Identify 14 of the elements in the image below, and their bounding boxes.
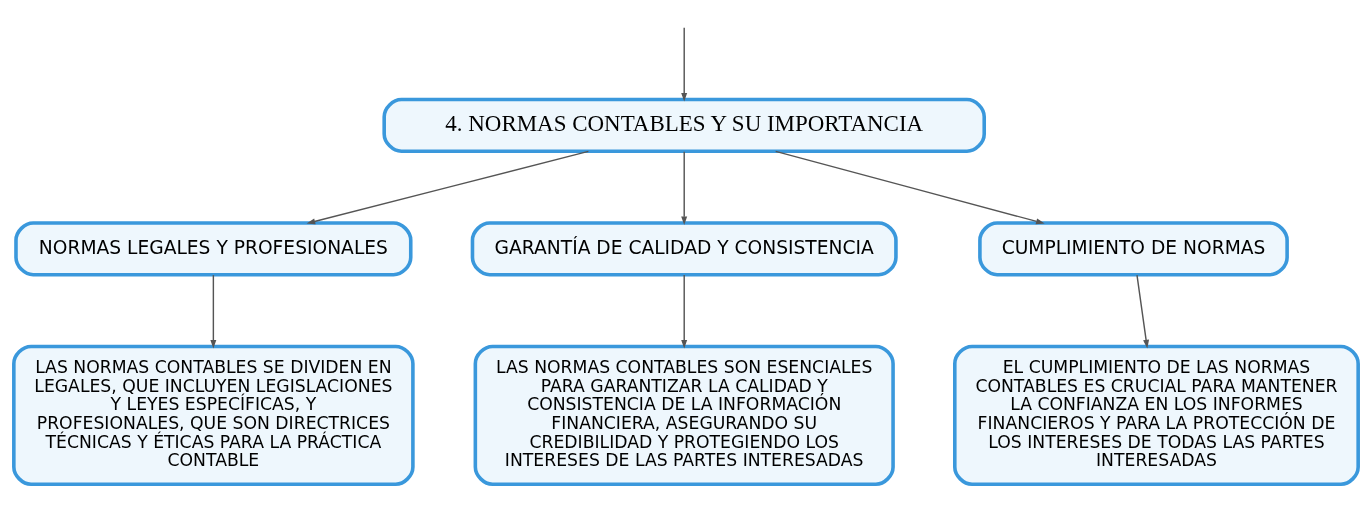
arrow [306,150,590,225]
arrow [1136,274,1150,349]
arrow [681,151,688,226]
arrow [681,27,688,102]
node-box: EL CUMPLIMIENTO DE LAS NORMAS CONTABLES ES CRUCIAL PARA MANTENER LA CONFIANZA EN LOS INFORMES FINANCIEROS Y PARA LA PROTECCIÓN DE LOS INTERESES DE TODAS LAS PARTES INTERESADAS [953,344,1360,487]
node-box: LAS NORMAS CONTABLES SON ESENCIALES PARA GARANTIZAR LA CALIDAD Y CONSISTENCIA DE LA INFORMACIÓN FINANCIERA, ASEGURANDO SU CREDIBILIDAD Y PROTEGIENDO LOS INTERESES DE LAS PARTES INTERESADAS [473,344,895,487]
arrow [774,150,1045,225]
node-box: 4. NORMAS CONTABLES Y SU IMPORTANCIA [382,97,986,154]
arrow [210,274,217,349]
node-box: CUMPLIMIENTO DE NORMAS [978,221,1289,277]
node-box: GARANTÍA DE CALIDAD Y CONSISTENCIA [470,221,898,277]
arrow [681,274,688,349]
node-box: LAS NORMAS CONTABLES SE DIVIDEN EN LEGALES, QUE INCLUYEN LEGISLACIONES Y LEYES ESPECÍFICAS, Y PROFESIONALES, QUE SON DIRECTRICES TÉCNICAS Y ÉTICAS PARA LA PRÁCTICA CONTABLE [12,344,415,487]
node-box: NORMAS LEGALES Y PROFESIONALES [14,221,413,277]
